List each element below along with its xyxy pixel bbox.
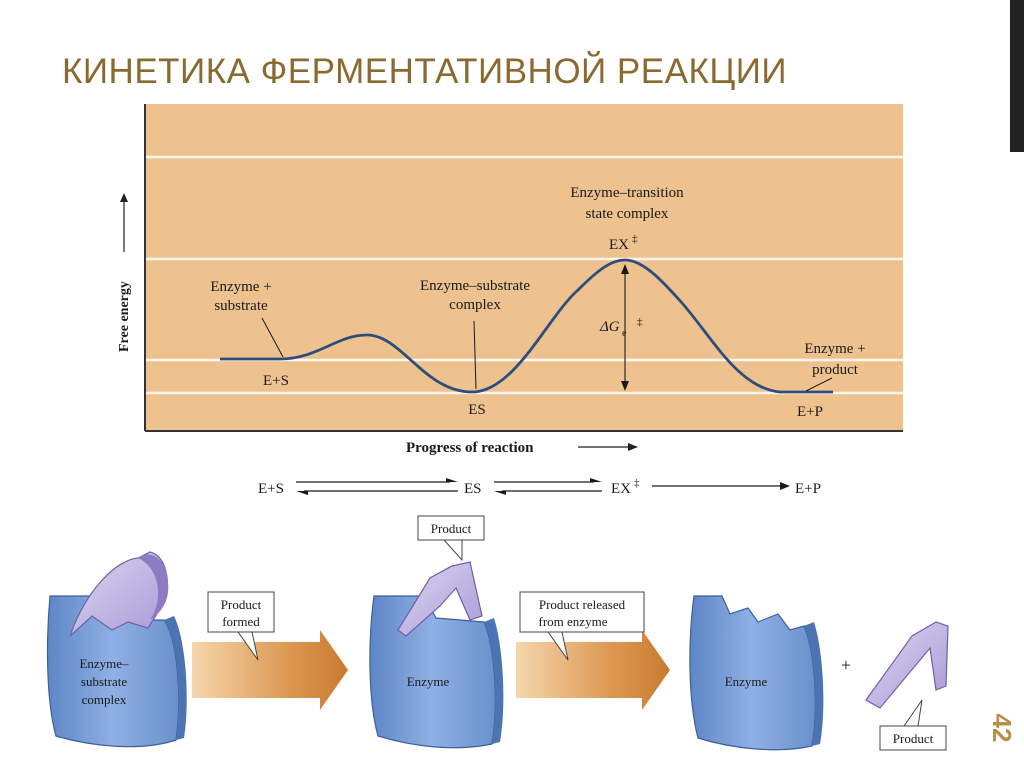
pointer-prod	[805, 377, 833, 392]
svg-text:Enzyme–: Enzyme–	[79, 656, 129, 671]
label-ex: EX	[609, 237, 629, 253]
label-enzyme-substrate-1: Enzyme +	[210, 279, 271, 295]
svg-text:from enzyme: from enzyme	[539, 614, 608, 629]
svg-text:Enzyme: Enzyme	[407, 674, 450, 689]
svg-text:Product released: Product released	[539, 597, 626, 612]
svg-text:substrate: substrate	[81, 674, 127, 689]
mechanism-illustration: Enzyme– substrate complex Product formed…	[46, 515, 949, 751]
slide-number: 42	[987, 713, 1017, 743]
eq-es-reactants: E+S	[258, 481, 284, 497]
energy-diagram: Free energy Progress of reaction Enzyme …	[117, 104, 903, 456]
svg-text:Product: Product	[431, 521, 472, 536]
reaction-equation: E+S ES EX ‡ E+P	[258, 477, 821, 497]
y-axis-label: Free energy	[117, 281, 132, 352]
eq-es: ES	[464, 481, 482, 497]
product-on-enzyme	[397, 561, 483, 637]
slide-title: КИНЕТИКА ФЕРМЕНТАТИВНОЙ РЕАКЦИИ	[62, 52, 788, 91]
label-ts-2: state complex	[586, 206, 669, 222]
arrow-product-formed: Product formed	[192, 591, 348, 710]
label-enzyme-product-1: Enzyme +	[804, 341, 865, 357]
label-ex-sup: ‡	[632, 233, 638, 245]
label-delta-g: ΔG	[599, 319, 620, 335]
label-complex-1: Enzyme–substrate	[420, 278, 530, 294]
free-enzyme-block: Enzyme	[689, 595, 824, 751]
label-delta-g-sup: ‡	[637, 316, 643, 328]
label-ts-1: Enzyme–transition	[570, 185, 684, 201]
label-complex-2: complex	[449, 297, 501, 313]
label-es-point: E+S	[263, 373, 289, 389]
label-es: ES	[468, 402, 486, 418]
pointer-es	[473, 320, 477, 390]
energy-curve	[220, 258, 833, 394]
plot-background	[145, 104, 903, 431]
eq-ex-sup: ‡	[634, 477, 640, 489]
svg-text:complex: complex	[82, 692, 127, 707]
label-ep: E+P	[797, 404, 823, 420]
pointer-es-sub	[261, 317, 284, 358]
svg-text:formed: formed	[222, 614, 260, 629]
plus-sign: +	[841, 655, 851, 675]
free-product: Product	[865, 621, 949, 751]
enzyme-with-product-block: Product Enzyme	[369, 515, 504, 749]
side-bar	[1010, 0, 1024, 152]
x-axis-label: Progress of reaction	[406, 440, 534, 456]
eq-ex: EX	[611, 481, 631, 497]
eq-ep: E+P	[795, 481, 821, 497]
svg-text:Product: Product	[221, 597, 262, 612]
label-delta-g-sub: e	[622, 328, 627, 339]
label-enzyme-substrate-2: substrate	[214, 298, 268, 314]
label-enzyme-product-2: product	[812, 362, 859, 378]
enzyme-substrate-complex-block: Enzyme– substrate complex	[46, 551, 187, 748]
svg-text:Enzyme: Enzyme	[725, 674, 768, 689]
arrow-product-released: Product released from enzyme	[516, 591, 670, 710]
svg-text:Product: Product	[893, 731, 934, 746]
